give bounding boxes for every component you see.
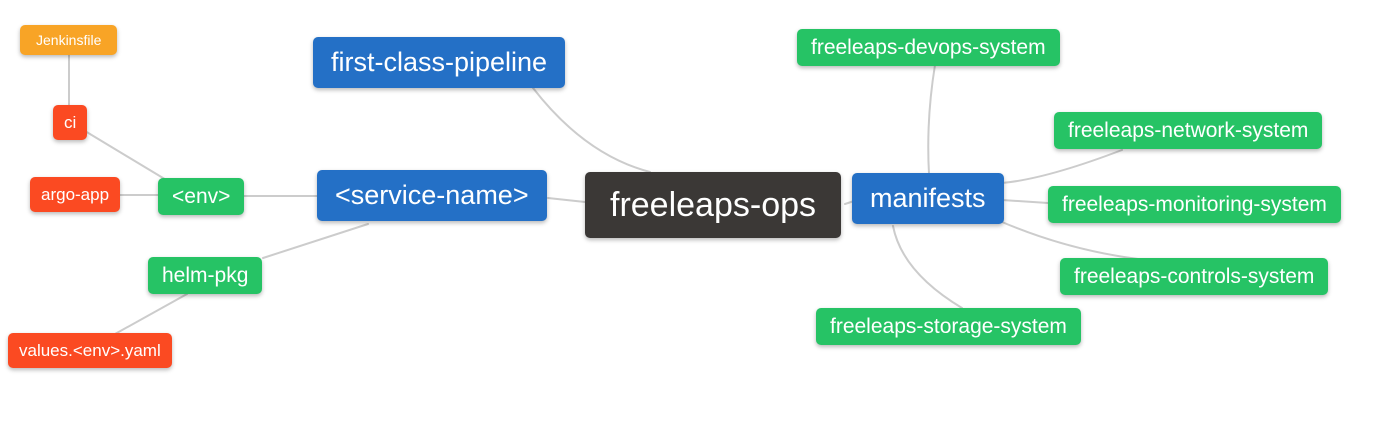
edge-first-class-pipeline-freeleaps-ops [532, 87, 651, 173]
edge-manifests-freeleaps-controls-system [1001, 221, 1139, 260]
node-helm-pkg[interactable]: helm-pkg [148, 257, 263, 294]
edge-ci-env [84, 130, 169, 182]
node-argo-app[interactable]: argo-app [30, 177, 121, 212]
node-freeleaps-ops[interactable]: freeleaps-ops [585, 172, 842, 238]
node-freeleaps-storage-system[interactable]: freeleaps-storage-system [816, 308, 1081, 345]
edge-manifests-freeleaps-devops-system [927, 64, 936, 175]
edge-manifests-freeleaps-monitoring-system [1001, 199, 1049, 204]
node-freeleaps-controls-system[interactable]: freeleaps-controls-system [1060, 258, 1329, 295]
node-values-env-yaml[interactable]: values.<env>.yaml [8, 333, 172, 368]
edge-helm-pkg-values-env-yaml [114, 293, 188, 335]
node-service-name[interactable]: <service-name> [317, 170, 547, 221]
node-freeleaps-network-system[interactable]: freeleaps-network-system [1054, 112, 1323, 149]
edge-service-name-freeleaps-ops [547, 197, 586, 203]
edge-service-name-helm-pkg [262, 223, 369, 259]
node-env[interactable]: <env> [158, 178, 245, 215]
node-ci[interactable]: ci [53, 105, 88, 140]
node-freeleaps-monitoring-system[interactable]: freeleaps-monitoring-system [1048, 186, 1341, 223]
node-freeleaps-devops-system[interactable]: freeleaps-devops-system [797, 29, 1060, 66]
node-jenkinsfile[interactable]: Jenkinsfile [20, 25, 118, 55]
node-first-class-pipeline[interactable]: first-class-pipeline [313, 37, 566, 88]
node-manifests[interactable]: manifests [852, 173, 1004, 224]
edge-manifests-freeleaps-network-system [1001, 149, 1123, 184]
edge-manifests-freeleaps-storage-system [892, 225, 963, 309]
